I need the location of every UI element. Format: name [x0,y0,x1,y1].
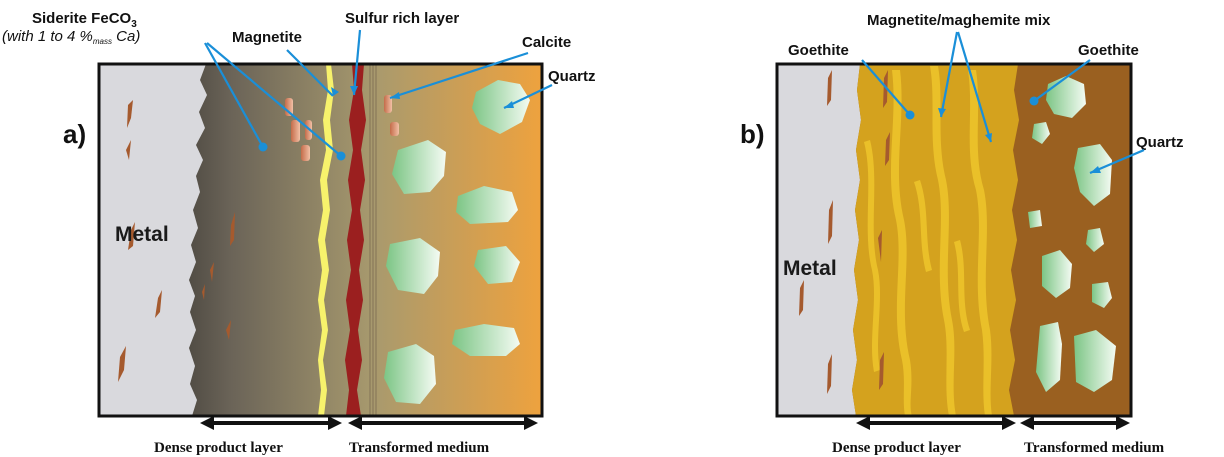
panel-b-label: b) [740,119,765,149]
panel-b-leader-lines [861,31,1145,175]
sulfur-layer-label: Sulfur rich layer [345,10,459,27]
panel-a-bottom-arrows [200,416,538,430]
panel-b-transformed-medium-label: Transformed medium [1024,440,1165,456]
panel-b-metal-region [777,64,861,416]
quartz-label-b: Quartz [1136,134,1184,151]
siderite-label: Siderite FeCO3 [32,10,137,30]
panel-a-quartz-grains [384,80,530,404]
panel-b-bottom-arrows [856,416,1130,430]
panel-b-quartz-grains [1028,76,1116,392]
panel-a-label: a) [63,119,86,149]
panel-a-metal-inclusions [118,100,235,382]
panel-b-metal-inclusions [799,70,890,394]
panel-a-metal-region [99,64,207,416]
panel-a-grain-lines [369,64,377,416]
panel-a-leader-lines [204,29,553,161]
panel-a-frame [97,62,544,418]
panel-b: b) Metal Magnetite/maghemite mix Goethit… [740,12,1184,456]
magnetite-label: Magnetite [232,29,302,46]
panel-a-dense-layer-label: Dense product layer [154,440,283,456]
panel-a-metal-label: Metal [115,223,169,246]
magnetite-maghemite-label: Magnetite/maghemite mix [867,12,1051,29]
panel-a-transformed-medium-label: Transformed medium [349,440,490,456]
quartz-label-a: Quartz [548,68,596,85]
panel-b-metal-label: Metal [783,257,837,280]
panel-b-dense-layer-label: Dense product layer [832,440,961,456]
goethite-label-left: Goethite [788,42,849,59]
panel-a-sulfur-layer [345,64,366,416]
panel-b-frame [775,62,1133,418]
goethite-label-right: Goethite [1078,42,1139,59]
panel-b-magnetite-streaks [864,66,992,416]
panel-a: a) Metal Siderite FeCO3 (with 1 to 4 %ma… [2,10,596,456]
calcite-label: Calcite [522,34,571,51]
siderite-note: (with 1 to 4 %mass Ca) [2,28,140,46]
panel-a-magnetite-band [318,64,334,416]
